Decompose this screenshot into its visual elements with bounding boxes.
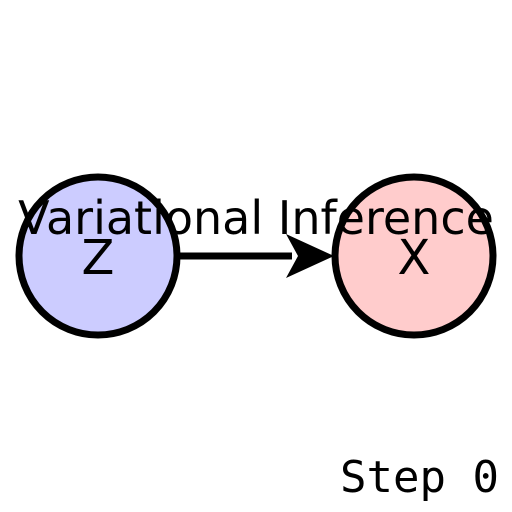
diagram-title: Variational Inference (18, 191, 494, 245)
node-x: X (331, 173, 497, 339)
step-label: Step 0 (340, 452, 499, 503)
node-x-circle (331, 173, 497, 339)
node-z-label: Z (82, 230, 115, 286)
node-x-label: X (398, 230, 431, 286)
edge-z-to-x (177, 234, 334, 278)
edge-z-to-x-arrowhead (286, 234, 334, 278)
